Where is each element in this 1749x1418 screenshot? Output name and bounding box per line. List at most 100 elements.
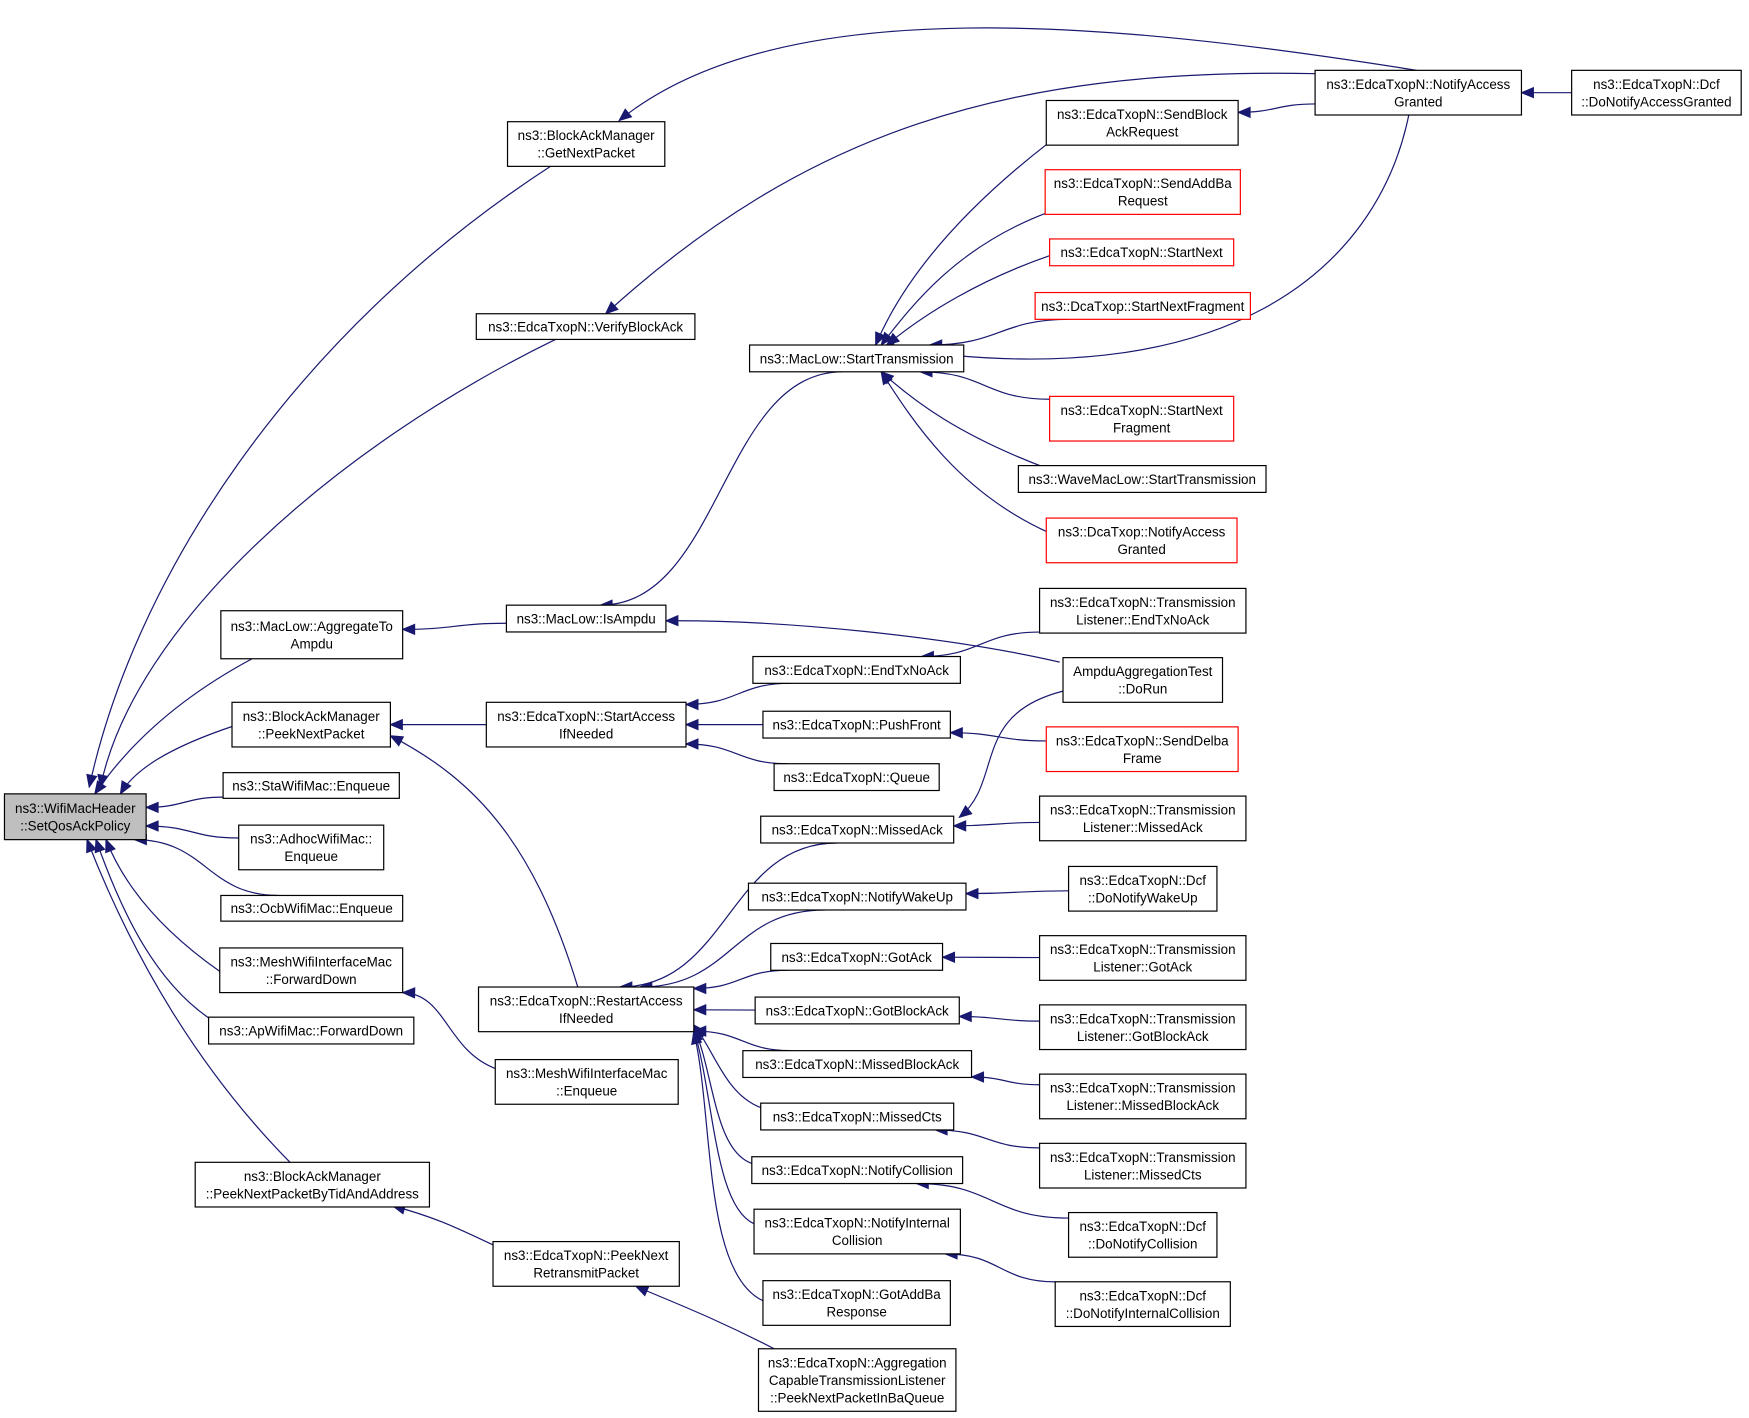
node-label: Listener::MissedCts <box>1084 1167 1202 1182</box>
node-box <box>492 1240 680 1287</box>
function-node[interactable]: ns3::EdcaTxopN::TransmissionListener::Go… <box>1038 1004 1247 1051</box>
function-node[interactable]: ns3::BlockAckManager::PeekNextPacket <box>231 701 392 748</box>
function-node[interactable]: ns3::OcbWifiMac::Enqueue <box>220 894 404 922</box>
node-box <box>747 882 967 911</box>
node-label: ns3::MacLow::StartTransmission <box>760 351 954 366</box>
function-node[interactable]: ns3::EdcaTxopN::AggregationCapableTransm… <box>757 1348 957 1412</box>
node-box <box>222 772 400 799</box>
function-node[interactable]: ns3::EdcaTxopN::TransmissionListener::Mi… <box>1038 795 1247 842</box>
node-label: ns3::EdcaTxopN::VerifyBlockAck <box>488 319 683 334</box>
edge-n18-to-n12 <box>880 211 1049 347</box>
function-node[interactable]: ns3::MacLow::IsAmpdu <box>505 604 667 633</box>
node-label: Request <box>1118 194 1168 209</box>
node-label: ns3::EdcaTxopN::RestartAccess <box>490 993 683 1008</box>
node-box <box>207 1016 415 1045</box>
node-box <box>1038 1073 1247 1120</box>
node-label: ns3::EdcaTxopN::Transmission <box>1050 595 1236 610</box>
node-label: AmpduAggregationTest <box>1073 664 1212 679</box>
arrowhead-icon <box>957 1010 972 1023</box>
function-node[interactable]: ns3::ApWifiMac::ForwardDown <box>207 1016 415 1045</box>
function-node[interactable]: ns3::DcaTxop::StartNextFragment <box>1034 291 1252 320</box>
function-node[interactable]: ns3::MeshWifiInterfaceMac::Enqueue <box>494 1058 679 1105</box>
edge-n49-to-n37 <box>1520 86 1572 99</box>
function-node[interactable]: ns3::EdcaTxopN::Dcf::DoNotifyWakeUp <box>1067 865 1218 912</box>
node-box <box>220 610 404 660</box>
node-label: ns3::DcaTxop::StartNextFragment <box>1041 299 1244 314</box>
node-label: ::GetNextPacket <box>537 146 635 161</box>
arrowhead-icon <box>144 820 159 832</box>
function-node[interactable]: ns3::EdcaTxopN::NotifyCollision <box>751 1156 964 1185</box>
arrowhead-icon <box>86 838 97 854</box>
function-node[interactable]: AmpduAggregationTest::DoRun <box>1062 657 1224 703</box>
function-node[interactable]: ns3::EdcaTxopN::Dcf::DoNotifyInternalCol… <box>1054 1281 1231 1328</box>
node-label: Enqueue <box>284 849 338 864</box>
function-node[interactable]: ns3::EdcaTxopN::GotBlockAck <box>754 996 960 1025</box>
node-label: Granted <box>1394 94 1442 109</box>
node-box <box>1314 69 1523 116</box>
nodes-layer: ns3::WifiMacHeader::SetQosAckPolicyns3::… <box>3 69 1742 1412</box>
function-node[interactable]: ns3::EdcaTxopN::TransmissionListener::En… <box>1038 587 1247 634</box>
node-label: ns3::OcbWifiMac::Enqueue <box>231 901 393 916</box>
function-node[interactable]: ns3::EdcaTxopN::TransmissionListener::Go… <box>1038 935 1247 981</box>
arrowhead-icon <box>86 773 98 789</box>
edge-n37-to-n12 <box>879 114 1410 360</box>
node-box <box>773 763 940 792</box>
function-node[interactable]: ns3::AdhocWifiMac::Enqueue <box>238 824 385 871</box>
function-node[interactable]: ns3::EdcaTxopN::VerifyBlockAck <box>475 313 696 341</box>
function-node[interactable]: ns3::EdcaTxopN::NotifyInternalCollision <box>753 1208 961 1255</box>
node-label: ns3::StaWifiMac::Enqueue <box>232 778 390 793</box>
function-node[interactable]: ns3::EdcaTxopN::MissedAck <box>760 815 955 844</box>
function-node[interactable]: ns3::MacLow::StartTransmission <box>748 344 965 373</box>
edge-n5-to-n0 <box>144 796 224 814</box>
function-node[interactable]: ns3::EdcaTxopN::TransmissionListener::Mi… <box>1038 1142 1247 1189</box>
function-node[interactable]: ns3::BlockAckManager::PeekNextPacketByTi… <box>194 1161 431 1208</box>
function-node[interactable]: ns3::EdcaTxopN::Dcf::DoNotifyCollision <box>1067 1211 1218 1258</box>
function-node[interactable]: ns3::EdcaTxopN::MissedCts <box>760 1102 955 1131</box>
function-node[interactable]: ns3::EdcaTxopN::NotifyWakeUp <box>747 882 967 911</box>
edge-n41-to-n27 <box>952 820 1040 832</box>
edge-n8-to-n0 <box>105 838 221 972</box>
function-node[interactable]: ns3::StaWifiMac::Enqueue <box>222 772 400 799</box>
node-box <box>1038 587 1247 634</box>
arrowhead-icon <box>684 698 699 711</box>
function-node[interactable]: ns3::EdcaTxopN::Dcf::DoNotifyAccessGrant… <box>1571 69 1742 116</box>
node-label: ns3::ApWifiMac::ForwardDown <box>219 1023 403 1038</box>
edge-n45-to-n31 <box>970 1071 1040 1086</box>
function-node[interactable]: ns3::EdcaTxopN::GotAck <box>770 942 944 971</box>
function-node[interactable]: ns3::EdcaTxopN::StartNextFragment <box>1049 395 1235 442</box>
node-box <box>762 710 951 739</box>
node-box <box>1049 238 1235 267</box>
function-node[interactable]: ns3::EdcaTxopN::MissedBlockAck <box>742 1050 973 1079</box>
function-node[interactable]: ns3::EdcaTxopN::TransmissionListener::Mi… <box>1038 1073 1247 1120</box>
function-node[interactable]: ns3::EdcaTxopN::PushFront <box>762 710 951 739</box>
function-node[interactable]: ns3::EdcaTxopN::Queue <box>773 763 940 792</box>
node-box <box>485 701 687 748</box>
arrowhead-icon <box>941 951 956 963</box>
node-label: ns3::EdcaTxopN::NotifyCollision <box>762 1163 953 1178</box>
node-box <box>762 1280 951 1326</box>
node-label: ns3::MeshWifiInterfaceMac <box>230 954 392 969</box>
function-node[interactable]: ns3::DcaTxop::NotifyAccessGranted <box>1045 517 1238 564</box>
function-node[interactable]: ns3::EdcaTxopN::StartNext <box>1049 238 1235 267</box>
function-node[interactable]: ns3::MeshWifiInterfaceMac::ForwardDown <box>219 947 404 994</box>
arrowhead-icon <box>880 370 893 386</box>
arrowhead-icon <box>952 820 967 832</box>
edge-n35-to-n14 <box>691 1030 764 1302</box>
function-node[interactable]: ns3::BlockAckManager::GetNextPacket <box>506 121 666 167</box>
node-box <box>1045 726 1239 773</box>
node-box <box>748 344 965 373</box>
node-box <box>754 996 960 1025</box>
function-node[interactable]: ns3::EdcaTxopN::EndTxNoAck <box>752 655 961 684</box>
function-node[interactable]: ns3::WaveMacLow::StartTransmission <box>1017 464 1267 493</box>
function-node[interactable]: ns3::EdcaTxopN::NotifyAccessGranted <box>1314 69 1523 116</box>
node-label: ns3::MeshWifiInterfaceMac <box>506 1066 668 1081</box>
